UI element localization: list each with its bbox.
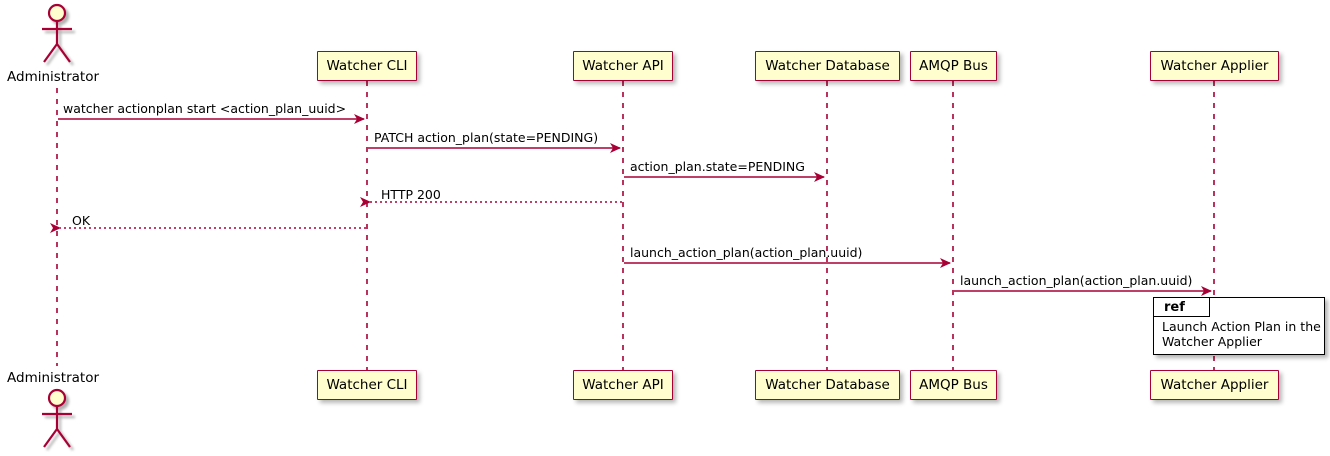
participant-label-db-top: Watcher Database xyxy=(765,58,890,74)
message-label-1: watcher actionplan start <action_plan_uu… xyxy=(63,101,347,116)
participant-box-api-bottom[interactable]: Watcher API xyxy=(573,370,673,400)
actor-admin-bottom-figure xyxy=(42,388,72,448)
participant-box-cli-bottom[interactable]: Watcher CLI xyxy=(317,370,417,400)
message-label-5: OK xyxy=(72,213,91,228)
message-arrows xyxy=(50,114,1212,296)
actor-admin-top-figure xyxy=(42,3,72,63)
ref-block-text-line-2: Watcher Applier xyxy=(1162,334,1262,349)
ref-block-text: Launch Action Plan in the Watcher Applie… xyxy=(1162,319,1322,349)
participant-label-applier-top: Watcher Applier xyxy=(1160,58,1269,74)
participant-box-amqp-bottom[interactable]: AMQP Bus xyxy=(910,370,997,400)
message-label-4: HTTP 200 xyxy=(381,187,441,202)
ref-block-keyword: ref xyxy=(1164,300,1185,315)
participant-box-db-bottom[interactable]: Watcher Database xyxy=(755,370,900,400)
participant-label-applier-bottom: Watcher Applier xyxy=(1160,377,1269,393)
participant-box-applier-bottom[interactable]: Watcher Applier xyxy=(1150,370,1279,400)
actor-label-admin-bottom: Administrator xyxy=(7,370,100,386)
ref-block[interactable]: ref Launch Action Plan in the Watcher Ap… xyxy=(1153,297,1325,355)
message-label-6: launch_action_plan(action_plan.uuid) xyxy=(630,245,863,260)
participant-box-applier-top[interactable]: Watcher Applier xyxy=(1150,51,1279,81)
participant-label-db-bottom: Watcher Database xyxy=(765,377,890,393)
participant-box-db-top[interactable]: Watcher Database xyxy=(755,51,900,81)
participant-box-cli-top[interactable]: Watcher CLI xyxy=(317,51,417,81)
participant-label-api-bottom: Watcher API xyxy=(582,377,664,393)
ref-block-text-line-1: Launch Action Plan in the xyxy=(1162,319,1321,334)
participant-label-cli-top: Watcher CLI xyxy=(326,58,408,74)
participant-box-amqp-top[interactable]: AMQP Bus xyxy=(910,51,997,81)
actor-label-admin-top: Administrator xyxy=(7,69,100,85)
participant-label-amqp-top: AMQP Bus xyxy=(919,58,988,74)
ref-block-tab xyxy=(1154,298,1210,317)
message-label-2: PATCH action_plan(state=PENDING) xyxy=(374,130,599,145)
lifelines xyxy=(56,81,1215,370)
participant-box-api-top[interactable]: Watcher API xyxy=(573,51,673,81)
participant-label-amqp-bottom: AMQP Bus xyxy=(919,377,988,393)
participant-label-cli-bottom: Watcher CLI xyxy=(326,377,408,393)
message-label-7: launch_action_plan(action_plan.uuid) xyxy=(960,273,1193,288)
participant-label-api-top: Watcher API xyxy=(582,58,664,74)
message-label-3: action_plan.state=PENDING xyxy=(630,159,805,174)
